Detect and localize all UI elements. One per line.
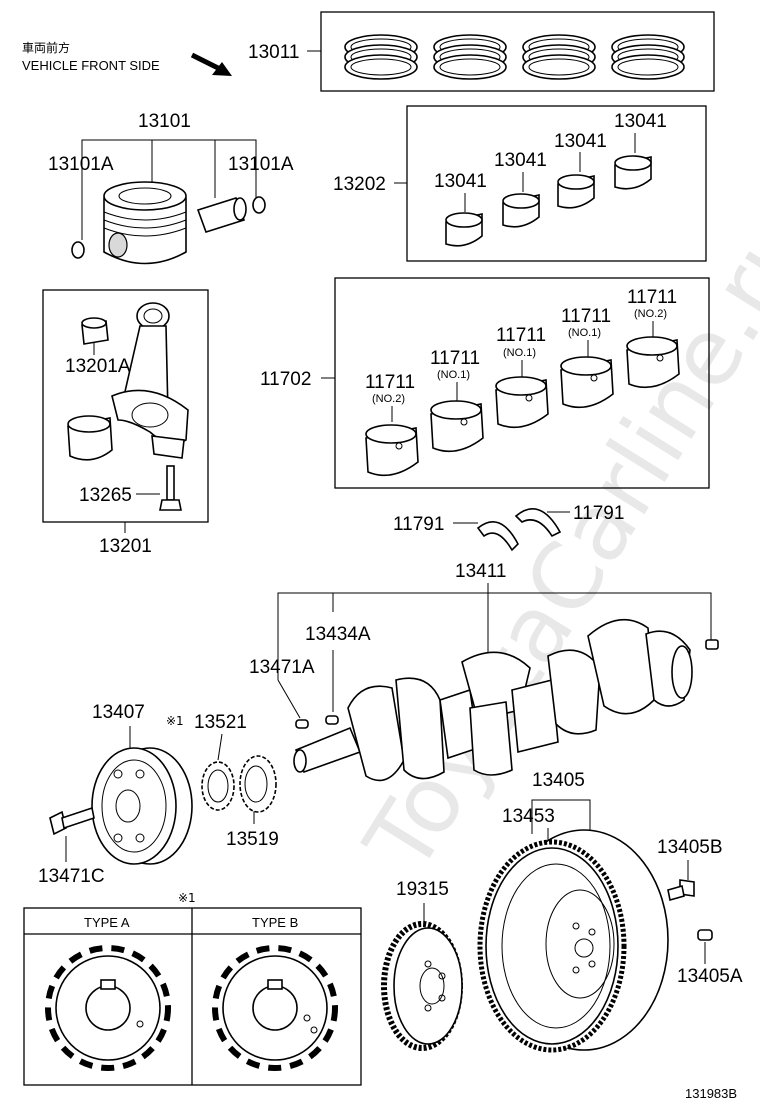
piston-ring-icon — [522, 34, 596, 80]
part-13041-c[interactable]: 13041 — [554, 131, 607, 152]
flywheel-icon — [477, 829, 669, 1053]
part-13011[interactable]: 13011 — [248, 42, 299, 63]
signal-plate-icon — [381, 921, 463, 1051]
snap-ring-icon — [252, 196, 266, 214]
figure-code: 131983B — [685, 1086, 737, 1101]
sprocket-type-b-icon — [212, 945, 338, 1071]
part-11711-a[interactable]: 11711 — [365, 372, 415, 393]
woodruff-key-icon — [325, 715, 339, 725]
dowel-pin-icon — [697, 929, 713, 941]
part-13519[interactable]: 13519 — [226, 829, 279, 850]
part-13405A[interactable]: 13405A — [677, 966, 743, 987]
part-13041-d[interactable]: 13041 — [614, 111, 667, 132]
woodruff-key-icon — [295, 719, 309, 729]
bolt-icon — [49, 806, 95, 836]
part-13101[interactable]: 13101 — [138, 111, 191, 132]
part-13405B[interactable]: 13405B — [657, 837, 723, 858]
bearing-shell-icon — [67, 415, 113, 461]
bearing-shell-icon — [81, 317, 109, 345]
part-13407[interactable]: 13407 — [92, 702, 145, 723]
part-11711-d[interactable]: 11711 — [561, 306, 611, 327]
main-bearing-icon — [495, 376, 549, 429]
part-13101A-right[interactable]: 13101A — [228, 154, 294, 175]
connecting-rod-group: 13201A 13265 13201 — [42, 289, 209, 557]
piston-ring-icon — [611, 34, 685, 80]
piston-ring-icon — [344, 34, 418, 80]
sprocket-icon — [201, 761, 235, 811]
sprocket-type-box: ※1 TYPE A TYPE B — [23, 891, 362, 1086]
bearing-shell-icon — [614, 155, 652, 190]
type-a-label: TYPE A — [84, 915, 130, 930]
main-bearing-icon — [560, 356, 614, 409]
reference-mark: ※1 — [166, 714, 184, 728]
part-13471A[interactable]: 13471A — [249, 657, 315, 678]
main-bearing-icon — [430, 400, 484, 453]
snap-ring-icon — [71, 241, 85, 259]
piston-pin-icon — [196, 197, 247, 233]
front-arrow-icon — [190, 52, 232, 76]
crank-pulley-group: 13407 ※1 13521 13519 13471C — [38, 702, 279, 887]
bearing-shell-icon — [445, 212, 483, 247]
part-13405[interactable]: 13405 — [532, 770, 585, 791]
part-13453[interactable]: 13453 — [502, 806, 555, 827]
thrust-washer-group: 11791 11791 — [393, 503, 624, 552]
piston-group: 13101 13101A 13101A — [48, 111, 294, 265]
part-11711-c[interactable]: 11711 — [496, 325, 546, 346]
main-bearing-icon — [365, 424, 419, 477]
piston-icon — [103, 181, 187, 265]
part-11791-left[interactable]: 11791 — [393, 514, 444, 535]
part-13202[interactable]: 13202 — [333, 174, 386, 195]
vehicle-front-indicator: 車両前方 VEHICLE FRONT SIDE — [22, 40, 232, 76]
flywheel-group: 13405 13453 13405B 13405A — [477, 770, 743, 1053]
part-13101A-left[interactable]: 13101A — [48, 154, 114, 175]
main-bearing-icon — [626, 336, 680, 389]
main-bearing-set-box — [334, 277, 710, 489]
part-11791-right[interactable]: 11791 — [573, 503, 624, 524]
part-13411[interactable]: 13411 — [455, 561, 506, 582]
connecting-rod-icon — [111, 302, 189, 459]
signal-plate-group: 19315 — [381, 879, 463, 1051]
thrust-washer-icon — [476, 521, 519, 552]
sprocket-type-a-icon — [45, 945, 171, 1071]
bearing-note-c: (NO.1) — [503, 347, 536, 359]
thrust-washer-icon — [514, 508, 562, 538]
bearing-shell-icon — [557, 174, 595, 209]
rod-bearing-set-group: 13202 13041 13041 13041 13041 — [333, 105, 707, 262]
part-13521[interactable]: 13521 — [194, 712, 247, 733]
type-b-label: TYPE B — [252, 915, 298, 930]
main-bearing-set-group: 11702 11711 (NO.2) 11711 (NO.1) 11711 (N… — [260, 277, 710, 489]
crankshaft-icon — [293, 618, 719, 782]
part-11711-e[interactable]: 11711 — [627, 287, 677, 308]
part-13471C[interactable]: 13471C — [38, 866, 105, 887]
crankshaft-group: 13411 13434A 13471A — [249, 561, 719, 782]
crank-pulley-icon — [91, 747, 193, 865]
vehicle-front-label-en: VEHICLE FRONT SIDE — [22, 58, 160, 73]
bearing-note-d: (NO.1) — [568, 327, 601, 339]
part-13201A[interactable]: 13201A — [65, 356, 131, 377]
bearing-note-b: (NO.1) — [437, 369, 470, 381]
part-13201[interactable]: 13201 — [99, 536, 152, 557]
part-19315[interactable]: 19315 — [396, 879, 449, 900]
type-box-reference-mark: ※1 — [178, 891, 196, 905]
piston-ring-icon — [433, 34, 507, 80]
bearing-shell-icon — [502, 193, 540, 228]
vehicle-front-label-jp: 車両前方 — [22, 40, 70, 55]
bolt-icon — [159, 465, 182, 511]
part-13265[interactable]: 13265 — [79, 485, 132, 506]
bolt-icon — [667, 879, 695, 902]
part-13041-a[interactable]: 13041 — [434, 171, 487, 192]
bearing-note-a: (NO.2) — [372, 393, 405, 405]
piston-ring-set-group: 13011 — [248, 11, 715, 92]
sprocket-icon — [239, 755, 277, 813]
bearing-note-e: (NO.2) — [634, 308, 667, 320]
part-13434A[interactable]: 13434A — [305, 624, 371, 645]
part-11702[interactable]: 11702 — [260, 369, 311, 390]
part-11711-b[interactable]: 11711 — [430, 348, 480, 369]
part-13041-b[interactable]: 13041 — [494, 150, 547, 171]
